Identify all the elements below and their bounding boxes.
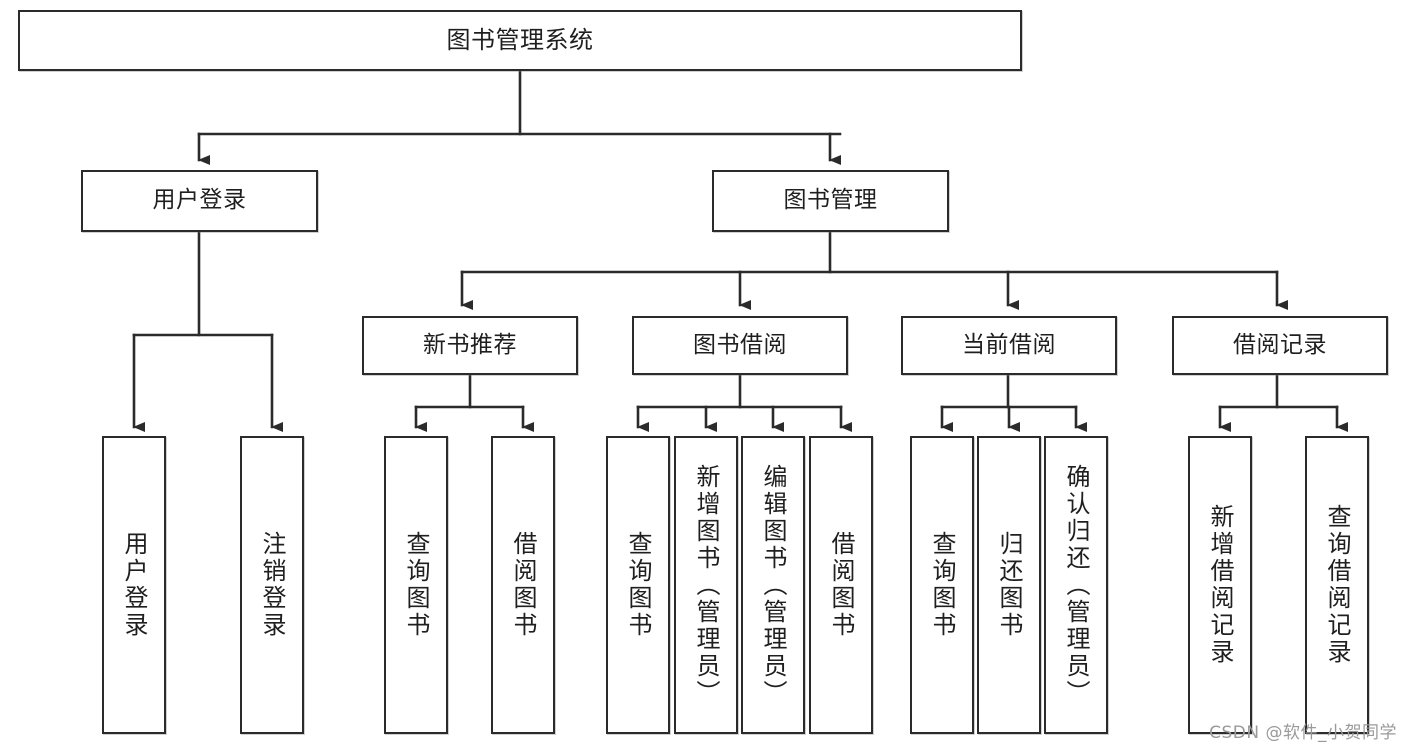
leaf-current-query-book[interactable]: 查询图书 xyxy=(910,436,974,734)
leaf-records-query-record[interactable]: 查询借阅记录 xyxy=(1305,436,1369,734)
node-label: 借阅图书 xyxy=(509,531,537,639)
node-label: 查询图书 xyxy=(624,531,652,639)
leaf-current-confirm-return-admin[interactable]: 确认归还（管理员） xyxy=(1044,436,1108,734)
node-label: 新增借阅记录 xyxy=(1206,504,1234,666)
node-label: 用户登录 xyxy=(120,531,148,639)
leaf-borrow-borrow-book[interactable]: 借阅图书 xyxy=(809,436,873,734)
node-label: 新增图书（管理员） xyxy=(692,463,720,707)
leaf-current-return-book[interactable]: 归还图书 xyxy=(977,436,1041,734)
leaf-borrow-edit-book-admin[interactable]: 编辑图书（管理员） xyxy=(741,436,805,734)
node-book-borrowing[interactable]: 图书借阅 xyxy=(632,316,848,375)
node-label: 注销登录 xyxy=(258,531,286,639)
leaf-borrow-query-book[interactable]: 查询图书 xyxy=(606,436,670,734)
node-label: 归还图书 xyxy=(995,531,1023,639)
node-label: 借阅图书 xyxy=(827,531,855,639)
leaf-user-login-sign-in[interactable]: 用户登录 xyxy=(102,436,166,734)
node-borrowing-records[interactable]: 借阅记录 xyxy=(1172,316,1388,375)
node-label: 确认归还（管理员） xyxy=(1062,463,1090,707)
node-new-book-recommendation[interactable]: 新书推荐 xyxy=(362,316,578,375)
node-label: 查询图书 xyxy=(928,531,956,639)
node-label: 当前借阅 xyxy=(962,331,1056,358)
node-label: 查询借阅记录 xyxy=(1323,504,1351,666)
node-label: 借阅记录 xyxy=(1233,331,1327,358)
node-label: 图书管理系统 xyxy=(446,26,594,55)
node-label: 图书管理 xyxy=(783,187,878,214)
node-label: 用户登录 xyxy=(152,187,247,214)
node-label: 查询图书 xyxy=(402,531,430,639)
leaf-new-books-query-book[interactable]: 查询图书 xyxy=(384,436,448,734)
leaf-user-login-sign-out[interactable]: 注销登录 xyxy=(240,436,304,734)
node-user-login[interactable]: 用户登录 xyxy=(81,170,318,232)
leaf-new-books-borrow-book[interactable]: 借阅图书 xyxy=(491,436,555,734)
node-label: 编辑图书（管理员） xyxy=(759,463,787,707)
node-current-borrowing[interactable]: 当前借阅 xyxy=(901,316,1117,375)
leaf-borrow-add-book-admin[interactable]: 新增图书（管理员） xyxy=(674,436,738,734)
leaf-records-add-record[interactable]: 新增借阅记录 xyxy=(1188,436,1252,734)
node-book-management[interactable]: 图书管理 xyxy=(712,170,949,232)
node-label: 新书推荐 xyxy=(423,331,517,358)
node-root-book-management-system[interactable]: 图书管理系统 xyxy=(18,10,1022,71)
node-label: 图书借阅 xyxy=(693,331,787,358)
